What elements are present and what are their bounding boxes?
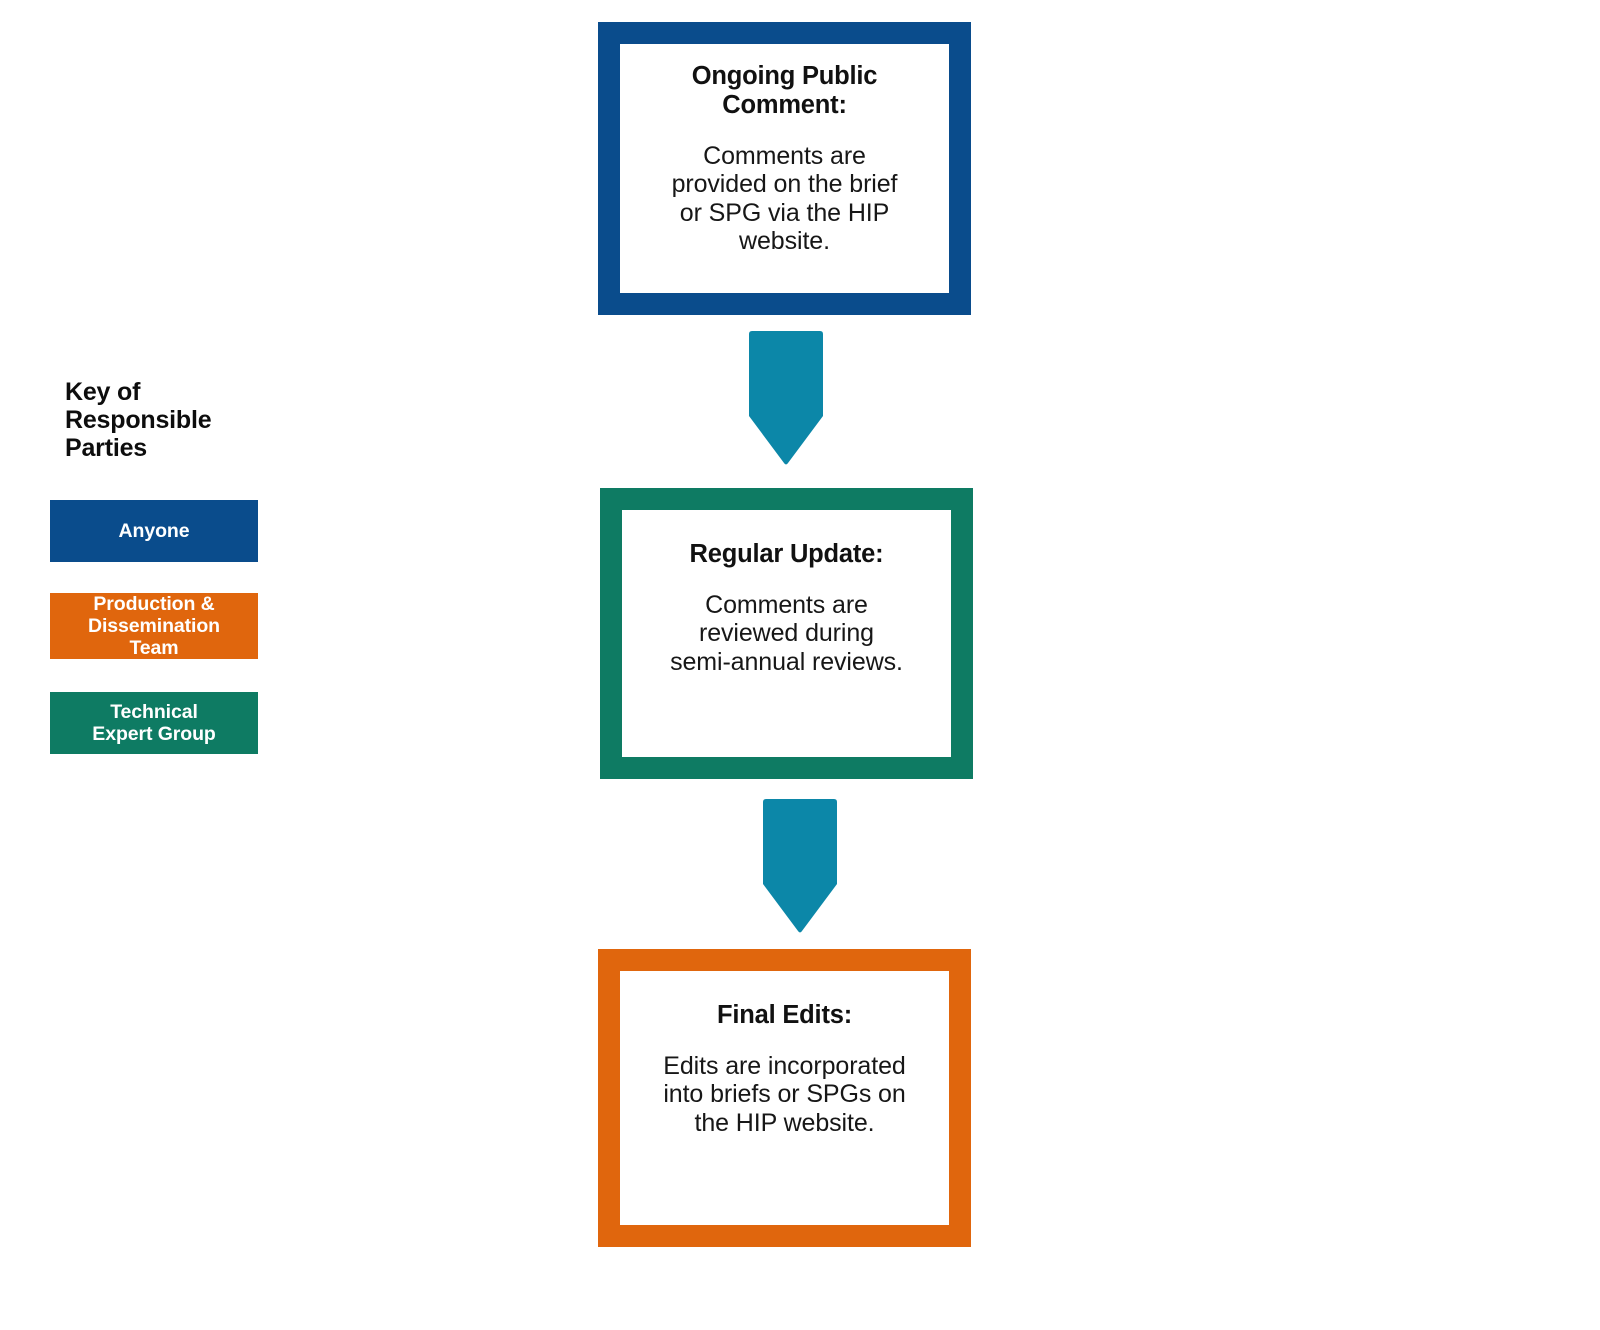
- legend-swatch-anyone-label: Anyone: [118, 519, 190, 542]
- legend-swatch-anyone: Anyone: [50, 500, 258, 562]
- flow-node-regular-update-inner: Regular Update: Comments are reviewed du…: [622, 510, 951, 757]
- down-arrow-icon: [759, 798, 841, 934]
- flowchart-column: Ongoing Public Comment: Comments are pro…: [598, 22, 973, 1247]
- legend-title: Key of Responsible Parties: [65, 378, 212, 462]
- flow-node-ongoing-public-comment: Ongoing Public Comment: Comments are pro…: [598, 22, 971, 315]
- flow-node-regular-update-heading: Regular Update:: [689, 540, 884, 568]
- legend-swatch-production-dissemination-team-label: Production & Dissemination Team: [88, 592, 220, 660]
- legend-key-of-responsible-parties: Key of Responsible Parties Anyone Produc…: [50, 378, 280, 754]
- legend-swatch-technical-expert-group-label: Technical Expert Group: [92, 700, 216, 745]
- flow-node-final-edits-inner: Final Edits: Edits are incorporated into…: [620, 971, 949, 1225]
- flow-node-final-edits-heading: Final Edits:: [716, 1001, 853, 1029]
- flow-node-final-edits: Final Edits: Edits are incorporated into…: [598, 949, 971, 1247]
- down-arrow-icon: [745, 330, 827, 466]
- flow-node-ongoing-public-comment-heading: Ongoing Public Comment:: [691, 62, 878, 120]
- flow-node-final-edits-body: Edits are incorporated into briefs or SP…: [663, 1052, 906, 1137]
- legend-swatch-technical-expert-group: Technical Expert Group: [50, 692, 258, 754]
- legend-swatch-production-dissemination-team: Production & Dissemination Team: [50, 593, 258, 659]
- flow-node-ongoing-public-comment-body: Comments are provided on the brief or SP…: [671, 142, 898, 255]
- flow-node-regular-update-body: Comments are reviewed during semi-annual…: [670, 591, 903, 676]
- flow-node-ongoing-public-comment-inner: Ongoing Public Comment: Comments are pro…: [620, 44, 949, 293]
- flow-node-regular-update: Regular Update: Comments are reviewed du…: [600, 488, 973, 779]
